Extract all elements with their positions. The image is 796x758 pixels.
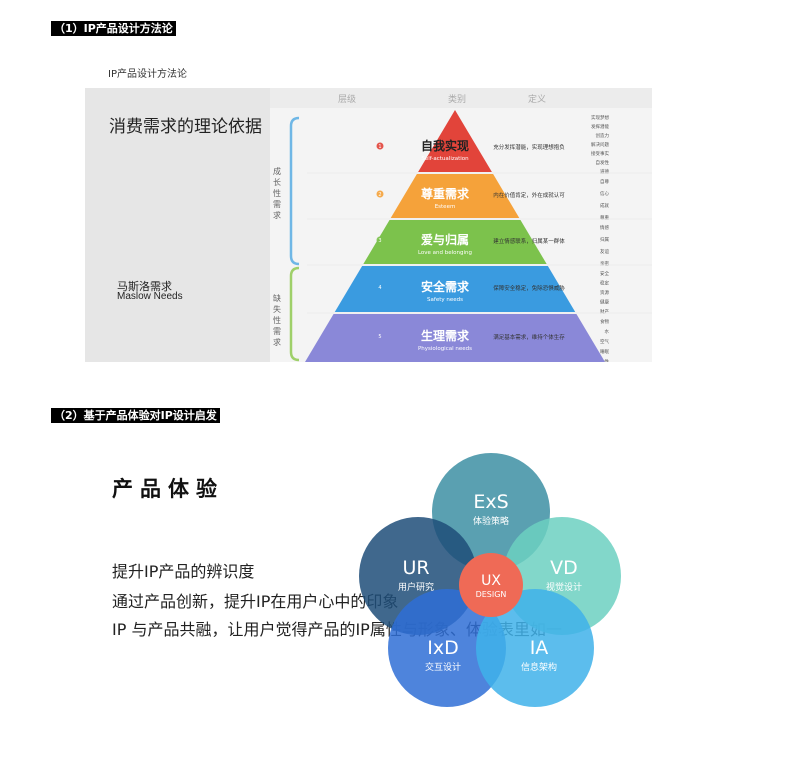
deficiency-bracket [289, 266, 300, 362]
level-item: 自发性 [596, 159, 610, 166]
level-item: 信心 [600, 190, 609, 197]
level-number: 3 [378, 238, 381, 244]
level-definition: 内在价值肯定，外在成就认可 [493, 191, 565, 199]
level-item: 成就 [600, 202, 609, 209]
pyramid-level-4 [334, 266, 576, 312]
level-name: 安全需求 [421, 279, 470, 294]
level-name: 自我实现 [421, 138, 469, 153]
level-item: 尊重 [600, 214, 609, 221]
level-marker [376, 142, 384, 150]
level-name-en: Esteem [435, 204, 456, 210]
figure1-caption: IP产品设计方法论 [108, 69, 187, 80]
level-item: 解决问题 [591, 141, 609, 148]
venn-circle-ixd [388, 589, 506, 707]
venn-abbr: IA [530, 637, 549, 659]
section-heading-1: （1）IP产品设计方法论 [51, 21, 176, 36]
level-item: 睡眠 [600, 348, 609, 355]
level-item: 安全 [600, 270, 609, 277]
level-definition: 充分发挥潜能，实现理想抱负 [493, 143, 565, 151]
venn-abbr: UX [481, 573, 501, 589]
level-item: 亲密 [600, 260, 609, 267]
group-label-deficiency: 缺失性需求 [273, 294, 281, 347]
venn-label: 用户研究 [398, 581, 434, 593]
level-number: 5 [378, 334, 381, 340]
venn-label: 体验策略 [473, 515, 509, 527]
pyramid-level-5 [305, 314, 605, 362]
body-line-2: 通过产品创新，提升IP在用户心中的印象 [112, 592, 399, 611]
level-item: 健康 [600, 299, 609, 306]
level-item: 发挥潜能 [591, 123, 609, 130]
level-item: 归属 [600, 236, 609, 243]
level-item: 实现梦想 [591, 114, 609, 121]
level-item: 道德 [600, 168, 609, 175]
venn-circle-ia [476, 589, 594, 707]
venn-abbr: VD [550, 557, 578, 579]
venn-label: 视觉设计 [546, 581, 582, 593]
column-header: 定义 [528, 93, 546, 105]
level-item: 食物 [600, 318, 609, 325]
level-name-en: Safety needs [427, 297, 463, 303]
figure1-subtitle-cn: 马斯洛需求 [117, 280, 172, 293]
level-name-en: Physiological needs [418, 346, 472, 352]
venn-circle-shape [388, 589, 506, 707]
level-item: 创造力 [596, 132, 610, 139]
venn-circle-ux [459, 553, 523, 617]
level-number: 1 [378, 144, 381, 150]
level-number: 2 [378, 192, 381, 198]
maslow-figure: 消费需求的理论依据 马斯洛需求 Maslow Needs 成长性需求 缺失性需求… [85, 88, 652, 362]
level-item: 情感 [600, 224, 609, 231]
pyramid-level-3 [363, 220, 547, 264]
venn-abbr: IxD [427, 637, 458, 659]
group-label-growth: 成长性需求 [273, 167, 281, 220]
level-marker [376, 332, 384, 340]
level-item: 稳定 [600, 280, 609, 287]
level-item: 水 [605, 328, 610, 335]
growth-bracket [289, 116, 300, 266]
figure1-left-panel: 消费需求的理论依据 马斯洛需求 Maslow Needs [85, 88, 270, 362]
venn-label: 信息架构 [521, 661, 557, 673]
venn-label: DESIGN [476, 590, 507, 599]
level-definition: 建立情感联系，归属某一群体 [493, 237, 565, 245]
level-name: 生理需求 [421, 328, 470, 343]
level-marker [376, 190, 384, 198]
level-definition: 保障安全稳定，免除恐惧威胁 [493, 284, 565, 292]
level-marker [376, 283, 384, 291]
section-heading-2: （2）基于产品体验对IP设计启发 [51, 408, 220, 423]
level-item: 空气 [600, 338, 609, 345]
level-number: 4 [378, 285, 381, 291]
venn-abbr: UR [402, 557, 429, 579]
pyramid-level-2 [390, 174, 520, 218]
level-marker [376, 236, 384, 244]
level-definition: 满足基本需求，维持个体生存 [493, 333, 565, 341]
level-name-en: Self-actualization [421, 156, 469, 162]
level-item: 资源 [600, 289, 609, 296]
column-header-bar [270, 88, 652, 108]
level-item: 自尊 [600, 178, 609, 185]
level-name: 爱与归属 [421, 232, 469, 247]
pyramid-level-1 [418, 110, 492, 172]
level-item: 性 [605, 358, 610, 362]
figure2-title: 产品体验 [112, 477, 224, 501]
venn-label: 交互设计 [425, 661, 461, 673]
level-item: 财产 [600, 308, 609, 315]
level-item: 接受事实 [591, 150, 609, 157]
venn-abbr: ExS [473, 491, 508, 513]
column-header: 层级 [338, 93, 356, 105]
level-name-en: Love and belonging [418, 250, 472, 256]
level-item: 友谊 [600, 248, 609, 255]
figure1-subtitle-en: Maslow Needs [117, 291, 183, 302]
venn-circle-shape [459, 553, 523, 617]
figure1-title: 消费需求的理论依据 [109, 117, 262, 137]
body-line-1: 提升IP产品的辨识度 [112, 562, 255, 581]
level-name: 尊重需求 [421, 186, 470, 201]
venn-circle-shape [476, 589, 594, 707]
column-header: 类别 [448, 93, 466, 105]
